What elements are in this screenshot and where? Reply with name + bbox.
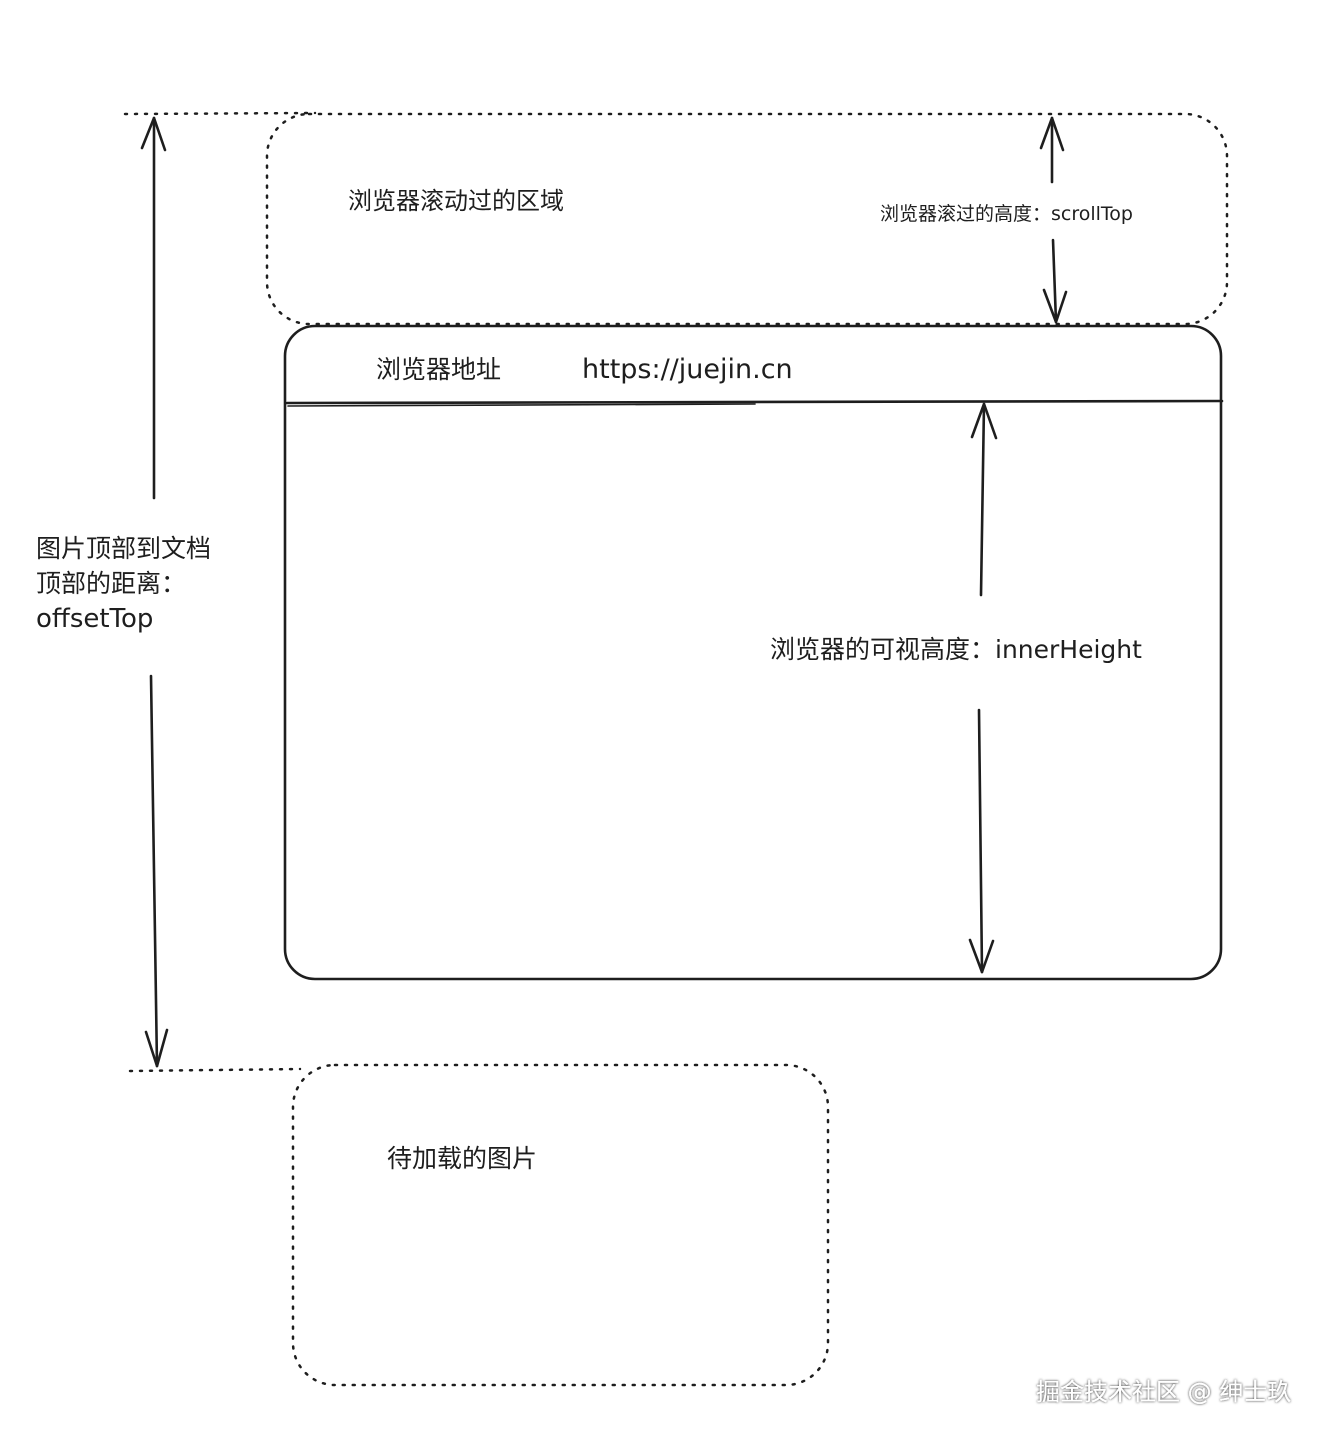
- scrolled-area-label: 浏览器滚动过的区域: [348, 187, 564, 215]
- scroll-top-arrow-head-up: [1039, 116, 1065, 152]
- offset-top-label-line-3: offsetTop: [36, 604, 154, 634]
- offset-top-arrow-lower-shaft: [149, 674, 159, 1068]
- scroll-top-arrow-lower-shaft: [1051, 238, 1058, 324]
- pending-image-label: 待加载的图片: [387, 1144, 538, 1173]
- document-top-dotted-line: [123, 111, 317, 116]
- offset-top-label-line-2: 顶部的距离：: [36, 569, 187, 598]
- scroll-top-arrow: [1039, 116, 1068, 324]
- url-text: https://juejin.cn: [582, 354, 793, 385]
- scroll-top-label: 浏览器滚过的高度：scrollTop: [880, 203, 1133, 225]
- inner-height-arrow-lower-shaft: [977, 708, 984, 974]
- inner-height-arrow: [968, 402, 998, 974]
- inner-height-arrow-upper-shaft: [979, 402, 986, 597]
- address-bar-divider: [285, 399, 1224, 405]
- address-label: 浏览器地址: [376, 355, 502, 384]
- browser-window-frame: [283, 324, 1223, 981]
- inner-height-arrow-head-up: [970, 402, 998, 440]
- watermark-text: 掘金技术社区 @ 绅士玖: [1036, 1378, 1291, 1406]
- image-top-dotted-line: [128, 1067, 302, 1073]
- scroll-top-arrow-head-down: [1042, 288, 1068, 324]
- inner-height-arrow-head-down: [968, 938, 995, 974]
- offset-top-label-line-1: 图片顶部到文档: [36, 534, 212, 563]
- address-bar-divider-second-stroke: [287, 403, 756, 407]
- inner-height-label: 浏览器的可视高度：innerHeight: [770, 635, 1142, 664]
- scrolled-area-box: [265, 112, 1229, 326]
- offset-top-arrow: [140, 116, 169, 1068]
- pending-image-box: [291, 1063, 830, 1387]
- offset-top-arrow-head-down: [144, 1028, 169, 1068]
- offset-top-arrow-head-up: [140, 116, 167, 152]
